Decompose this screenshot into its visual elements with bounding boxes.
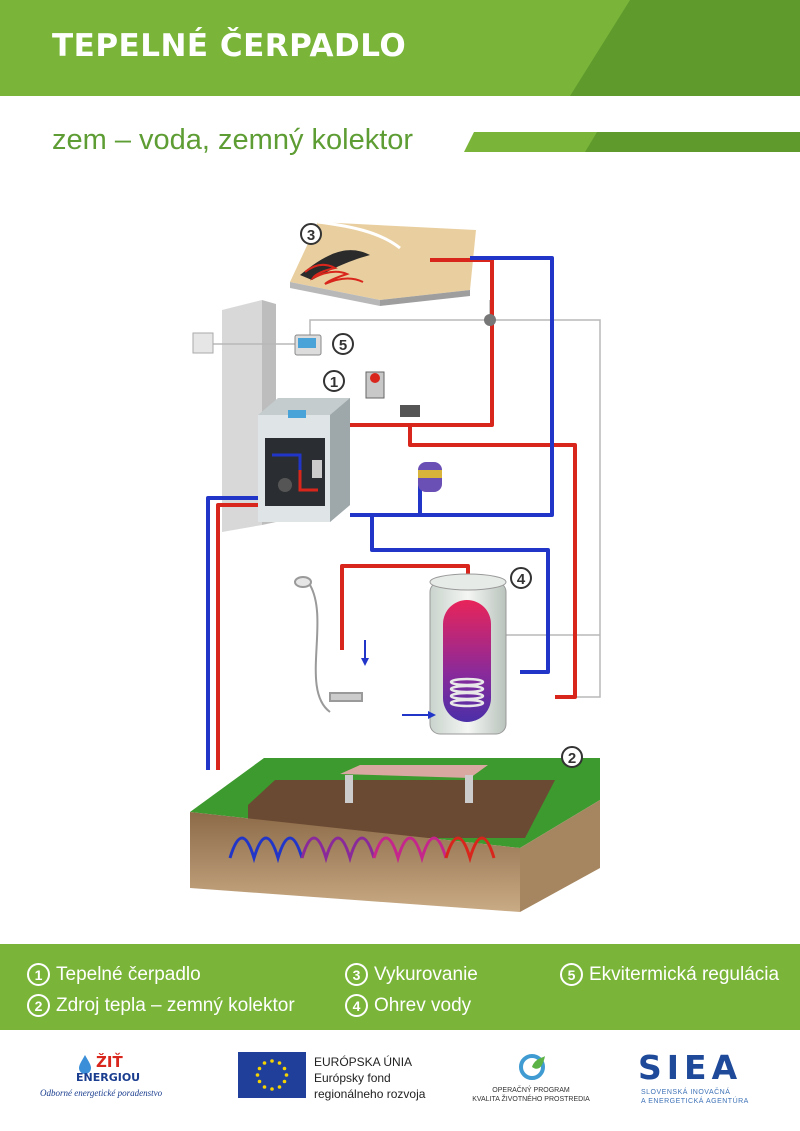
siea-text: SLOVENSKÁ INOVAČNÁ A ENERGETICKÁ AGENTÚR… [641, 1088, 749, 1106]
legend-label: Tepelné čerpadlo [56, 963, 201, 985]
water-drop-icon [79, 1055, 91, 1074]
marker-3: 3 [300, 223, 322, 245]
cold-pipes [206, 256, 554, 815]
eu-text-line1: EURÓPSKA ÚNIA [314, 1055, 413, 1069]
op-text-line1: OPERAČNÝ PROGRAM [492, 1087, 570, 1094]
svg-text:2: 2 [568, 750, 576, 767]
heated-floor [290, 220, 476, 306]
heat-pump-diagram: 1 2 3 4 5 [190, 220, 601, 912]
legend-label: Vykurovanie [374, 963, 478, 985]
legend-number: 2 [27, 994, 50, 1017]
ekvitermic-regulator [294, 334, 322, 356]
siea-text-line2: A ENERGETICKÁ AGENTÚRA [641, 1098, 749, 1105]
zit-energiou-logo: ŽIŤ ENERGIOU Odborné energetické poraden… [40, 1050, 180, 1110]
zit-logo-tagline: Odborné energetické poradenstvo [40, 1088, 163, 1098]
legend-item-5: 5 Ekvitermická regulácia [560, 963, 779, 986]
shower [294, 576, 369, 713]
footer: ŽIŤ ENERGIOU Odborné energetické poraden… [0, 1030, 800, 1131]
legend: 1 Tepelné čerpadlo 2 Zdroj tepla – zemný… [0, 944, 800, 1030]
eu-text: EURÓPSKA ÚNIA Európsky fond regionálneho… [314, 1054, 425, 1102]
ground-collector [190, 758, 600, 912]
zit-logo-line1: ŽIŤ [96, 1053, 123, 1071]
siea-logo: SIEA [638, 1048, 743, 1087]
legend-number: 5 [560, 963, 583, 986]
heat-pump-unit [258, 398, 350, 522]
eu-text-line2: Európsky fond [314, 1071, 391, 1085]
legend-label: Ohrev vody [374, 994, 472, 1016]
op-text-line2: KVALITA ŽIVOTNÉHO PROSTREDIA [472, 1096, 590, 1103]
marker-1: 1 [323, 370, 345, 392]
siea-text-line1: SLOVENSKÁ INOVAČNÁ [641, 1089, 731, 1096]
header-banner: TEPELNÉ ČERPADLO [0, 0, 800, 96]
svg-text:5: 5 [339, 337, 347, 354]
marker-4: 4 [510, 567, 532, 589]
outdoor-sensor [192, 332, 214, 354]
hot-water-tank [402, 573, 507, 735]
mixing-valve [400, 405, 420, 417]
page-title: TEPELNÉ ČERPADLO [52, 28, 407, 64]
legend-number: 4 [345, 994, 368, 1017]
svg-text:3: 3 [307, 227, 315, 244]
legend-item-4: 4 Ohrev vody [345, 994, 471, 1017]
zit-logo-line2: ENERGIOU [76, 1071, 141, 1084]
page-subtitle: zem – voda, zemný kolektor [52, 124, 414, 156]
svg-text:4: 4 [517, 571, 526, 588]
legend-item-2: 2 Zdroj tepla – zemný kolektor [27, 994, 295, 1017]
op-kzp-text: OPERAČNÝ PROGRAM KVALITA ŽIVOTNÉHO PROST… [468, 1086, 594, 1104]
legend-item-1: 1 Tepelné čerpadlo [27, 963, 201, 986]
svg-text:1: 1 [330, 374, 338, 391]
legend-item-3: 3 Vykurovanie [345, 963, 478, 986]
legend-number: 3 [345, 963, 368, 986]
header-accent [570, 0, 800, 96]
marker-5: 5 [332, 333, 354, 355]
wall [222, 300, 262, 532]
legend-label: Zdroj tepla – zemný kolektor [56, 994, 295, 1016]
eu-flag-icon [238, 1052, 306, 1098]
op-kzp-leaf-icon [519, 1054, 545, 1080]
marker-2: 2 [561, 746, 583, 768]
legend-label: Ekvitermická regulácia [589, 963, 780, 985]
eu-text-line3: regionálneho rozvoja [314, 1087, 426, 1101]
circulation-pump [484, 314, 496, 326]
subtitle-bar-accent [585, 132, 800, 152]
expansion-vessel [418, 462, 442, 492]
legend-number: 1 [27, 963, 50, 986]
